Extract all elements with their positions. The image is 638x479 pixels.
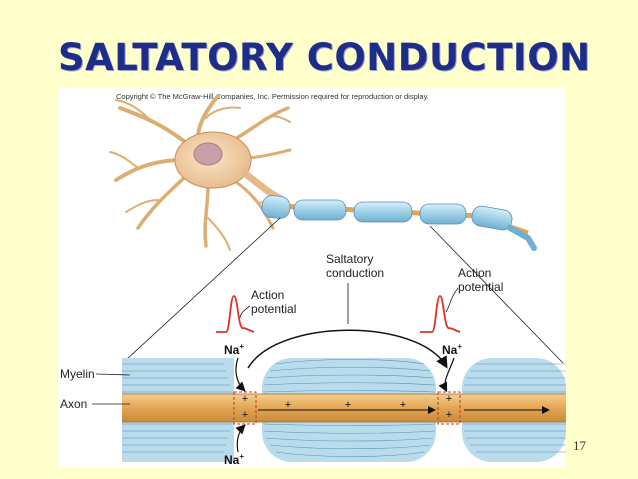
copyright-text: Copyright © The McGraw-Hill Companies, I… bbox=[116, 92, 429, 101]
myelin-segment bbox=[294, 200, 346, 220]
action-potential-left-label-line1: Action bbox=[251, 288, 284, 302]
myelin-segment bbox=[420, 204, 466, 224]
page-number: 17 bbox=[573, 438, 586, 454]
action-potential-right-label-line1: Action bbox=[458, 266, 491, 280]
myelin-segment bbox=[261, 195, 291, 220]
figure-canvas: Copyright © The McGraw-Hill Companies, I… bbox=[58, 88, 566, 468]
axon-label: Axon bbox=[60, 397, 87, 411]
slide-title: SALTATORY CONDUCTION bbox=[58, 36, 591, 79]
charge-plus: + bbox=[285, 399, 291, 411]
charge-plus: + bbox=[446, 393, 452, 405]
charge-plus: + bbox=[242, 393, 248, 405]
saltatory-label-line1: Saltatory bbox=[326, 252, 373, 266]
action-potential-right-label-line2: potential bbox=[458, 280, 503, 294]
charge-plus: + bbox=[345, 399, 351, 411]
charge-plus: + bbox=[446, 409, 452, 421]
saltatory-label-line2: conduction bbox=[326, 266, 384, 280]
charge-plus: + bbox=[400, 399, 406, 411]
neuron-nucleus bbox=[194, 143, 222, 165]
myelin-segment bbox=[354, 202, 412, 222]
saltatory-conduction-figure: Copyright © The McGraw-Hill Companies, I… bbox=[58, 88, 566, 468]
action-potential-left-label-line2: potential bbox=[251, 302, 296, 316]
myelin-label: Myelin bbox=[60, 367, 95, 381]
charge-plus: + bbox=[242, 409, 248, 421]
